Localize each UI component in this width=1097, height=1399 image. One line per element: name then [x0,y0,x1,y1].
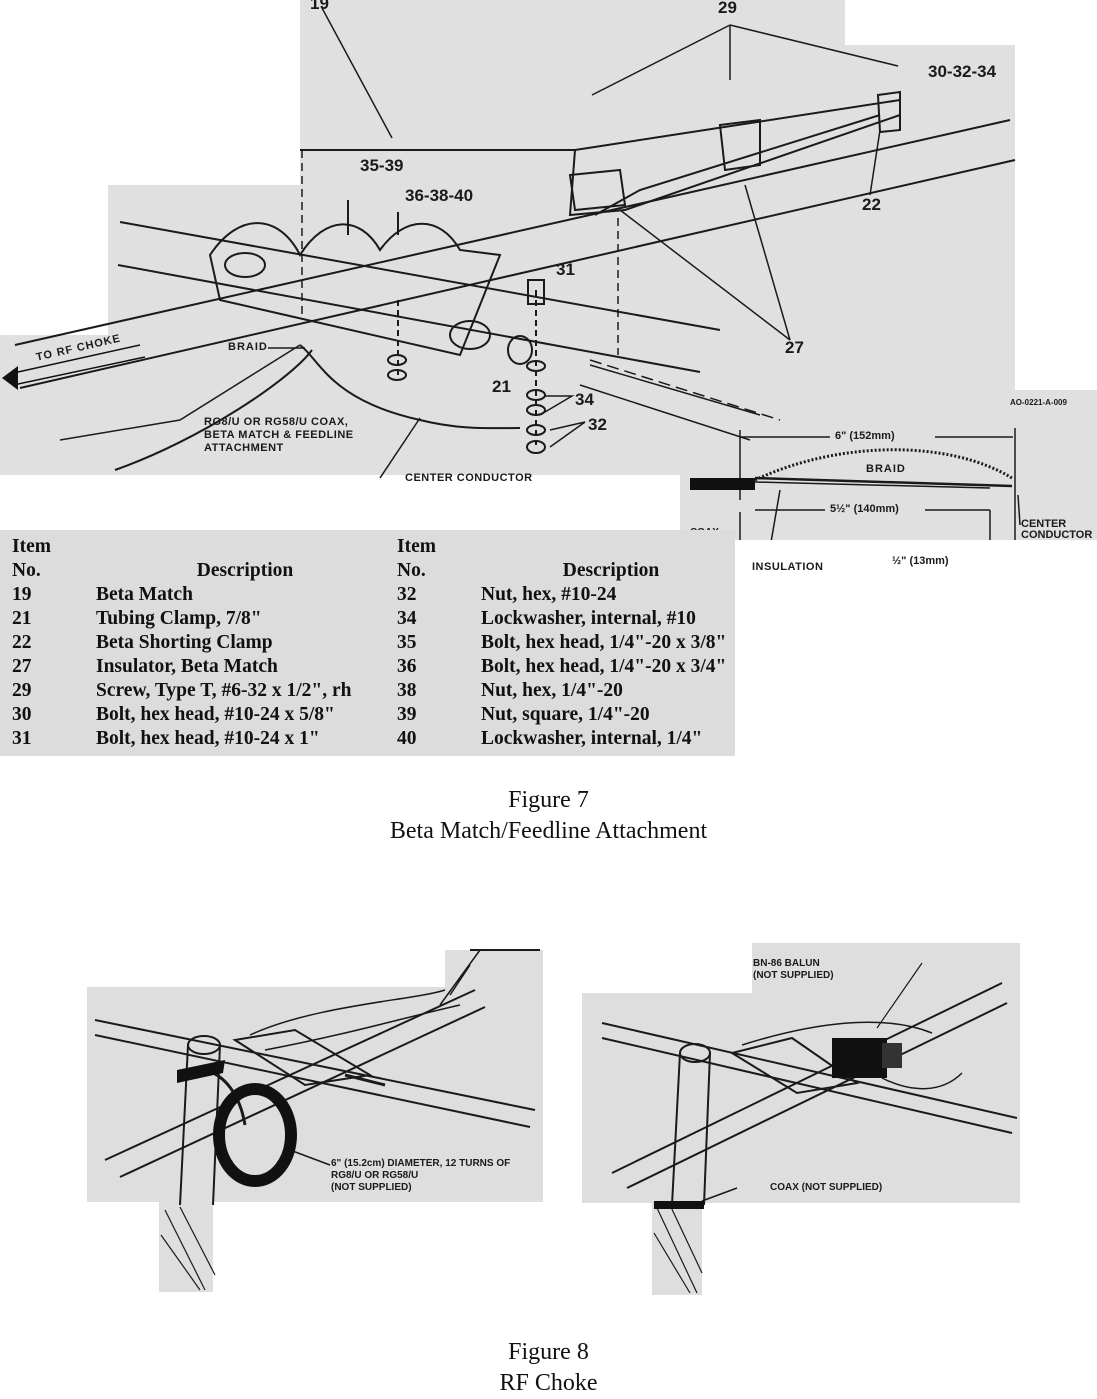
item-header-right: Item [397,536,436,557]
callout-31: 31 [556,260,575,279]
item-description: Lockwasher, internal, #10 [481,608,696,629]
callout-29: 29 [718,0,737,17]
dim-half-in-label: ½" (13mm) [892,555,949,567]
coax-note-line1: RG8/U OR RG58/U COAX, [204,416,349,428]
description-header-left: Description [196,560,294,581]
table-row: 30 Bolt, hex head, #10-24 x 5/8" 39 Nut,… [8,704,741,728]
to-rf-choke-label: TO RF CHOKE [35,332,123,364]
item-no: 30 [12,704,32,725]
rf-choke-note: 6" (15.2cm) DIAMETER, 12 TURNS OF RG8/U … [331,1158,510,1194]
item-no: 38 [397,680,417,701]
braid-label: BRAID [228,341,268,353]
dim-6in-label: 6" (152mm) [835,430,895,442]
item-no: 35 [397,632,417,653]
item-no: 22 [12,632,32,653]
item-no: 19 [12,584,32,605]
callout-19: 19 [310,0,329,13]
rf-choke-note-line2: RG8/U OR RG58/U [331,1170,419,1181]
rf-choke-coil-view [87,949,543,1292]
figure7-title: Beta Match/Feedline Attachment [389,818,708,844]
table-row: 19 Beta Match 32 Nut, hex, #10-24 [8,584,741,608]
item-no: 27 [12,656,32,677]
description-header-right: Description [562,560,660,581]
callout-36-38-40: 36-38-40 [405,186,474,205]
center-conductor-label: CENTER CONDUCTOR [405,472,533,484]
balun-view [582,943,1020,1295]
detail-center-conductor-label: CENTER CONDUCTOR [1021,519,1092,541]
balun-note: BN-86 BALUN (NOT SUPPLIED) [753,958,834,982]
table-row: 29 Screw, Type T, #6-32 x 1/2", rh 38 Nu… [8,680,741,704]
beta-match-exploded-view [0,0,1097,540]
dim-5-5in-label: 5½" (140mm) [830,503,899,515]
coax-note-line2: BETA MATCH & FEEDLINE [204,429,354,441]
item-description: Screw, Type T, #6-32 x 1/2", rh [96,680,352,701]
item-no: 40 [397,728,417,749]
table-row: 31 Bolt, hex head, #10-24 x 1" 40 Lockwa… [8,728,741,752]
item-description: Beta Match [96,584,193,605]
balun-note-line2: (NOT SUPPLIED) [753,970,834,981]
item-description: Bolt, hex head, #10-24 x 5/8" [96,704,335,725]
callout-34: 34 [575,390,594,409]
item-no: 39 [397,704,417,725]
table-row: 27 Insulator, Beta Match 36 Bolt, hex he… [8,656,741,680]
item-description: Nut, hex, #10-24 [481,584,617,605]
coax-note-line3: ATTACHMENT [204,442,284,454]
item-description: Nut, square, 1/4"-20 [481,704,650,725]
item-no: 36 [397,656,417,677]
callout-21: 21 [492,377,511,396]
item-no: 32 [397,584,417,605]
item-no: 29 [12,680,32,701]
detail-center-line1: CENTER [1021,518,1067,530]
rf-choke-note-line3: (NOT SUPPLIED) [331,1182,412,1193]
insulation-label: INSULATION [752,561,824,573]
table-row: 22 Beta Shorting Clamp 35 Bolt, hex head… [8,632,741,656]
item-description: Insulator, Beta Match [96,656,278,677]
rf-choke-note-line1: 6" (15.2cm) DIAMETER, 12 TURNS OF [331,1158,511,1169]
no-header-right: No. [397,560,426,581]
parts-table-bg [0,530,735,756]
item-description: Beta Shorting Clamp [96,632,273,653]
item-no: 31 [12,728,32,749]
no-header-left: No. [12,560,41,581]
detail-braid-label: BRAID [866,463,906,475]
callout-35-39: 35-39 [360,156,404,175]
item-description: Tubing Clamp, 7/8" [96,608,262,629]
item-description: Bolt, hex head, #10-24 x 1" [96,728,320,749]
figure7-caption: Figure 7 Beta Match/Feedline Attachment [0,785,1097,847]
callout-30-32-34: 30-32-34 [928,62,997,81]
table-row: 21 Tubing Clamp, 7/8" 34 Lockwasher, int… [8,608,741,632]
callout-22: 22 [862,195,881,214]
item-description: Bolt, hex head, 1/4"-20 x 3/8" [481,632,727,653]
item-description: Lockwasher, internal, 1/4" [481,728,703,749]
item-header-left: Item [12,536,51,557]
figure7-number: Figure 7 [508,787,589,813]
coax-note: RG8/U OR RG58/U COAX, BETA MATCH & FEEDL… [204,416,354,455]
figure8-number: Figure 8 [508,1339,589,1365]
item-no: 34 [397,608,417,629]
item-description: Nut, hex, 1/4"-20 [481,680,623,701]
item-description: Bolt, hex head, 1/4"-20 x 3/4" [481,656,727,677]
callout-32: 32 [588,415,607,434]
detail-center-line2: CONDUCTOR [1021,529,1093,541]
drawing-code: AO-0221-A-009 [1010,398,1067,407]
balun-note-line1: BN-86 BALUN [753,958,820,969]
figure8-caption: Figure 8 RF Choke [0,1337,1097,1399]
figure8-title: RF Choke [499,1370,598,1396]
callout-27: 27 [785,338,804,357]
coax-not-supplied-note: COAX (NOT SUPPLIED) [770,1182,883,1193]
parts-table: Item Item No. Description No. Descriptio… [8,536,741,752]
item-no: 21 [12,608,32,629]
